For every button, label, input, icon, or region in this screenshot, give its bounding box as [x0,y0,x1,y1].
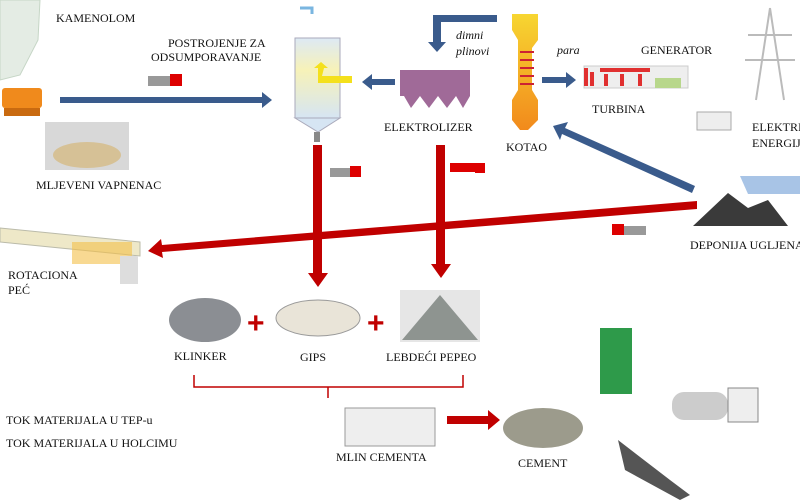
clinker-image [169,298,241,342]
label-fly-ash: LEBDEĆI PEPEO [386,350,477,364]
bracket [193,375,464,398]
label-boiler: KOTAO [506,140,548,154]
gypsum-image [275,299,361,337]
cement-bag-image [600,328,632,394]
coal-pile-image [693,193,788,226]
label-turbine: TURBINA [592,102,646,116]
label-clinker: KLINKER [174,349,227,363]
truck-icon [450,163,485,173]
label-electricity-1: ELEKTRIČNA [752,120,800,134]
turbine-generator-image [583,65,732,131]
holcim-flow-arrows [148,145,697,430]
label-desulfurization-1: POSTROJENJE ZA [168,36,266,50]
rotary-kiln-image [0,227,141,284]
truck-icon [612,224,646,235]
label-flue-gas-2: plinovi [456,44,490,58]
label-steam: para [557,43,580,57]
tep-flow-arrows [60,15,695,193]
label-generator: GENERATOR [641,43,713,57]
label-flue-gas-1: dimni [456,28,484,42]
power-pylon-image [745,7,795,101]
label-rotary-kiln-2: PEĆ [8,283,31,297]
boiler-image [512,14,538,130]
label-rotary-kiln-1: ROTACIONA [8,268,78,282]
plus-icon: + [367,307,385,340]
label-quarry: KAMENOLOM [56,11,136,25]
ship-image [740,176,800,194]
label-ground-limestone: MLJEVENI VAPNENAC [36,178,162,192]
label-coal-depot: DEPONIJA UGLJENA [690,238,800,252]
label-gypsum: GIPS [300,350,327,364]
truck-icon [330,166,361,177]
legend-holcim-flow: TOK MATERIJALA U HOLCIMU [6,436,178,450]
quarry-image [0,0,42,116]
tanker-truck-image [672,387,759,423]
desulfurization-plant-image [293,6,352,142]
label-electrolizer: ELEKTROLIZER [384,120,473,134]
legend-tep-flow: TOK MATERIJALA U TEP-u [6,413,153,427]
label-electricity-2: ENERGIJA [752,136,800,150]
cement-image [503,408,583,448]
cargo-ship-image [618,440,690,500]
truck-icon [148,74,182,86]
label-desulfurization-2: ODSUMPORAVANJE [151,50,262,64]
plus-icon: + [247,307,265,340]
label-cement: CEMENT [518,456,568,470]
label-cement-mill: MLIN CEMENTA [336,450,427,464]
electrostatic-precipitator-image [400,70,470,108]
cement-mill-image [344,407,436,447]
